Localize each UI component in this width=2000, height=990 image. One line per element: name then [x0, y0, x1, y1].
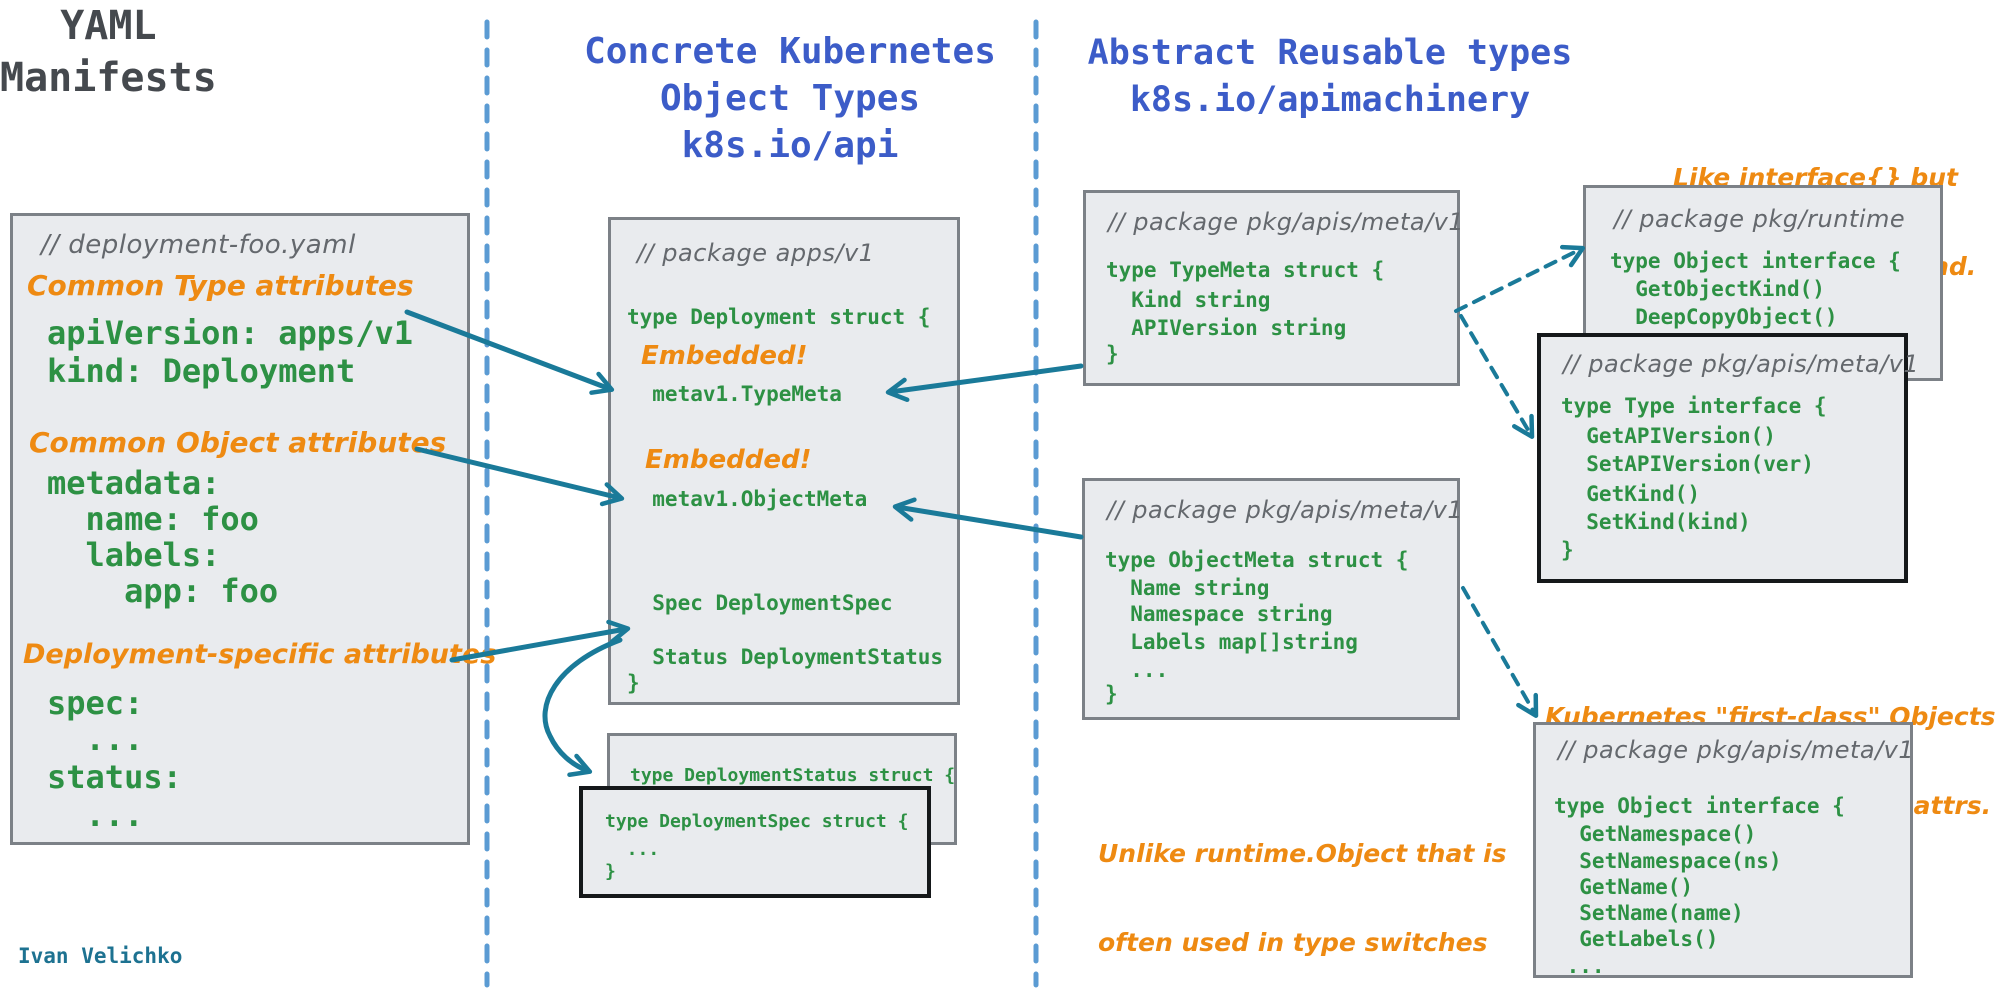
- dashed-arrow-objectmeta-to-object-interface: [1461, 586, 1539, 718]
- yaml-line: labels:: [47, 536, 221, 574]
- code-line: }: [605, 861, 616, 882]
- code-line: SetNamespace(ns): [1554, 849, 1782, 873]
- package-comment: // package pkg/apis/meta/v1: [1558, 736, 1915, 764]
- package-comment: // package apps/v1: [637, 239, 875, 267]
- code-line: Kind string: [1106, 288, 1271, 312]
- yaml-line: app: foo: [47, 572, 279, 610]
- section-label-common-object: Common Object attributes: [29, 426, 447, 459]
- right-column-title: Abstract Reusable types k8s.io/apimachin…: [1060, 30, 1600, 124]
- package-comment: // package pkg/apis/meta/v1: [1107, 496, 1464, 524]
- code-line: GetName(): [1554, 875, 1694, 899]
- code-line-typemeta: metav1.TypeMeta: [627, 382, 842, 406]
- code-line: GetKind(): [1561, 482, 1701, 506]
- code-line: Labels map[]string: [1105, 630, 1358, 654]
- yaml-line: spec:: [47, 684, 144, 722]
- yaml-line: kind: Deployment: [47, 352, 356, 390]
- package-comment: // package pkg/runtime: [1614, 205, 1906, 233]
- code-line: }: [1105, 682, 1118, 706]
- author-credit: Ivan Velichko (c) iximiuz.com: [18, 886, 208, 990]
- code-line-status: Status DeploymentStatus: [627, 645, 944, 669]
- code-line: SetAPIVersion(ver): [1561, 452, 1814, 476]
- middle-title-line2: Object Types: [659, 78, 921, 119]
- code-line: ...: [1105, 658, 1169, 682]
- deployment-struct-box: // package apps/v1 type Deployment struc…: [608, 217, 960, 705]
- code-line: DeepCopyObject(): [1610, 305, 1838, 329]
- yaml-line: ...: [47, 796, 144, 834]
- yaml-line: apiVersion: apps/v1: [47, 314, 414, 352]
- yaml-line: ...: [47, 720, 144, 758]
- code-line: GetAPIVersion(): [1561, 424, 1776, 448]
- credit-name: Ivan Velichko: [18, 944, 183, 968]
- code-line: GetObjectKind(): [1610, 277, 1825, 301]
- embedded-note: Embedded!: [645, 445, 812, 475]
- code-line: }: [1561, 538, 1574, 562]
- code-line: type Object interface {: [1610, 249, 1901, 273]
- code-line-spec: Spec DeploymentSpec: [627, 591, 893, 615]
- middle-column-title: Concrete Kubernetes Object Types k8s.io/…: [560, 28, 1020, 169]
- code-line-objectmeta: metav1.ObjectMeta: [627, 487, 868, 511]
- note-line: often used in type switches: [1098, 928, 1488, 957]
- left-column-title: YAML Manifests: [0, 0, 217, 104]
- code-line: type ObjectMeta struct {: [1105, 548, 1409, 572]
- code-line: ...: [605, 839, 660, 860]
- embedded-note: Embedded!: [641, 341, 808, 371]
- type-interface-box: // package pkg/apis/meta/v1 type Type in…: [1537, 333, 1919, 583]
- left-title-line1: YAML: [60, 3, 157, 49]
- metav1-object-interface-box: // package pkg/apis/meta/v1 type Object …: [1533, 722, 1915, 978]
- code-line: type Deployment struct {: [627, 305, 931, 329]
- yaml-line: metadata:: [47, 464, 221, 502]
- code-line: type TypeMeta struct {: [1106, 258, 1385, 282]
- code-line: APIVersion string: [1106, 316, 1347, 340]
- right-title-line1: Abstract Reusable types: [1087, 33, 1573, 73]
- dashed-arrow-typemeta-to-runtime-object: [1454, 244, 1586, 313]
- code-line: GetNamespace(): [1554, 822, 1757, 846]
- typemeta-struct-box: // package pkg/apis/meta/v1 type TypeMet…: [1083, 190, 1464, 386]
- note-unlike-runtime-object: Unlike runtime.Object that is often used…: [1098, 782, 1506, 990]
- left-title-line2: Manifests: [0, 55, 217, 101]
- section-label-deployment-specific: Deployment-specific attributes: [23, 639, 497, 670]
- yaml-file-comment: // deployment-foo.yaml: [41, 230, 356, 260]
- code-line: Namespace string: [1105, 602, 1333, 626]
- code-line: SetKind(kind): [1561, 510, 1751, 534]
- code-line: GetLabels(): [1554, 927, 1719, 951]
- middle-title-line1: Concrete Kubernetes: [584, 31, 996, 72]
- section-label-common-type: Common Type attributes: [27, 269, 414, 302]
- code-line: }: [627, 671, 640, 695]
- objectmeta-struct-box: // package pkg/apis/meta/v1 type ObjectM…: [1082, 478, 1464, 720]
- code-line: type DeploymentStatus struct {: [630, 765, 956, 786]
- middle-title-line3: k8s.io/api: [681, 125, 899, 166]
- dashed-arrow-typemeta-to-type-interface: [1459, 314, 1535, 439]
- note-line: Unlike runtime.Object that is: [1098, 839, 1507, 868]
- code-line: type DeploymentSpec struct {: [605, 811, 909, 832]
- package-comment: // package pkg/apis/meta/v1: [1563, 350, 1920, 378]
- deployment-spec-box: type DeploymentSpec struct { ... }: [579, 786, 931, 898]
- package-comment: // package pkg/apis/meta/v1: [1108, 208, 1465, 236]
- right-title-line2: k8s.io/apimachinery: [1129, 80, 1531, 120]
- code-line: ...: [1554, 954, 1605, 978]
- code-line: }: [1106, 342, 1119, 366]
- yaml-line: status:: [47, 758, 182, 796]
- yaml-line: name: foo: [47, 500, 259, 538]
- code-line: type Object interface {: [1554, 794, 1845, 818]
- code-line: type Type interface {: [1561, 394, 1827, 418]
- code-line: Name string: [1105, 576, 1270, 600]
- code-line: SetName(name): [1554, 901, 1744, 925]
- yaml-manifest-box: // deployment-foo.yaml Common Type attri…: [10, 213, 496, 845]
